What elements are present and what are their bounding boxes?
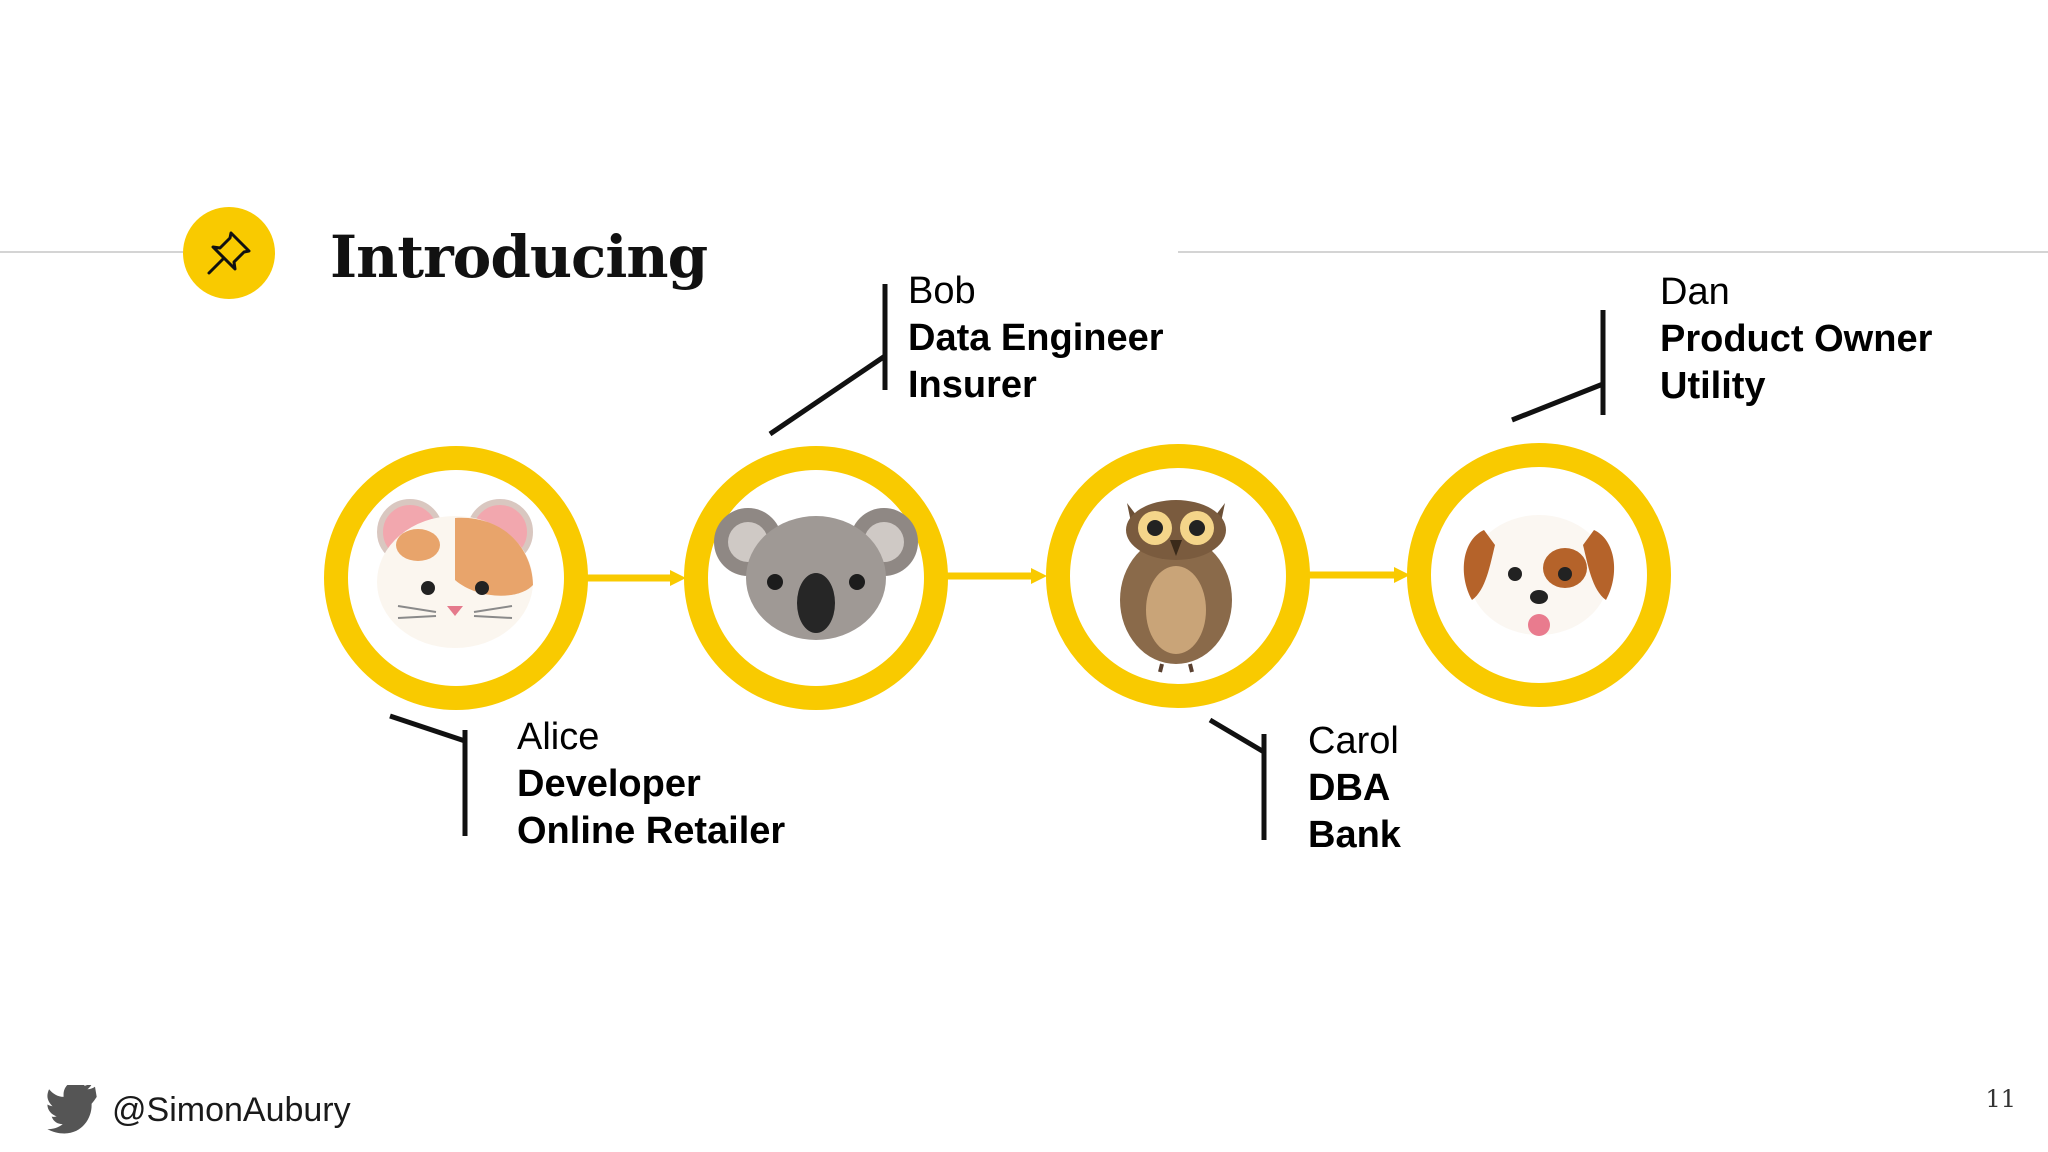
- twitter-handle: @SimonAubury: [44, 1082, 351, 1138]
- flow-arrow: [945, 568, 1047, 584]
- twitter-bird-icon: [47, 1085, 97, 1134]
- header-rule-right: [1178, 251, 2048, 253]
- title-badge: [183, 207, 275, 299]
- person-org: Bank: [1308, 814, 1401, 856]
- slide-title: Introducing: [330, 223, 708, 291]
- callout-line: [1208, 717, 1267, 840]
- person-role: Developer: [517, 763, 701, 805]
- person-org: Utility: [1660, 365, 1766, 407]
- flow-arrow: [584, 570, 686, 586]
- person-label-dan: Dan Product Owner Utility: [1660, 269, 1932, 410]
- hamster-icon: [377, 499, 533, 648]
- callout-line: [1511, 310, 1606, 423]
- person-org: Insurer: [908, 364, 1037, 406]
- person-name: Bob: [908, 270, 976, 312]
- handle-text: @SimonAubury: [112, 1090, 351, 1129]
- dog-icon: [1463, 515, 1615, 636]
- owl-icon: [1120, 500, 1232, 673]
- person-label-bob: Bob Data Engineer Insurer: [908, 268, 1164, 409]
- person-label-alice: Alice Developer Online Retailer: [517, 714, 785, 855]
- page-number: 11: [1985, 1085, 2016, 1113]
- koala-icon: [714, 508, 918, 640]
- person-role: Product Owner: [1660, 318, 1933, 360]
- person-label-carol: Carol DBA Bank: [1308, 718, 1401, 859]
- person-name: Dan: [1660, 271, 1730, 313]
- pushpin-icon: [207, 231, 251, 275]
- callout-line: [768, 284, 888, 437]
- callout-line: [389, 713, 468, 836]
- flow-arrow: [1307, 567, 1410, 583]
- header-rule-left: [0, 251, 183, 253]
- person-role: Data Engineer: [908, 317, 1164, 359]
- person-role: DBA: [1308, 767, 1391, 809]
- person-name: Carol: [1308, 720, 1399, 762]
- person-org: Online Retailer: [517, 810, 786, 852]
- person-name: Alice: [517, 716, 600, 758]
